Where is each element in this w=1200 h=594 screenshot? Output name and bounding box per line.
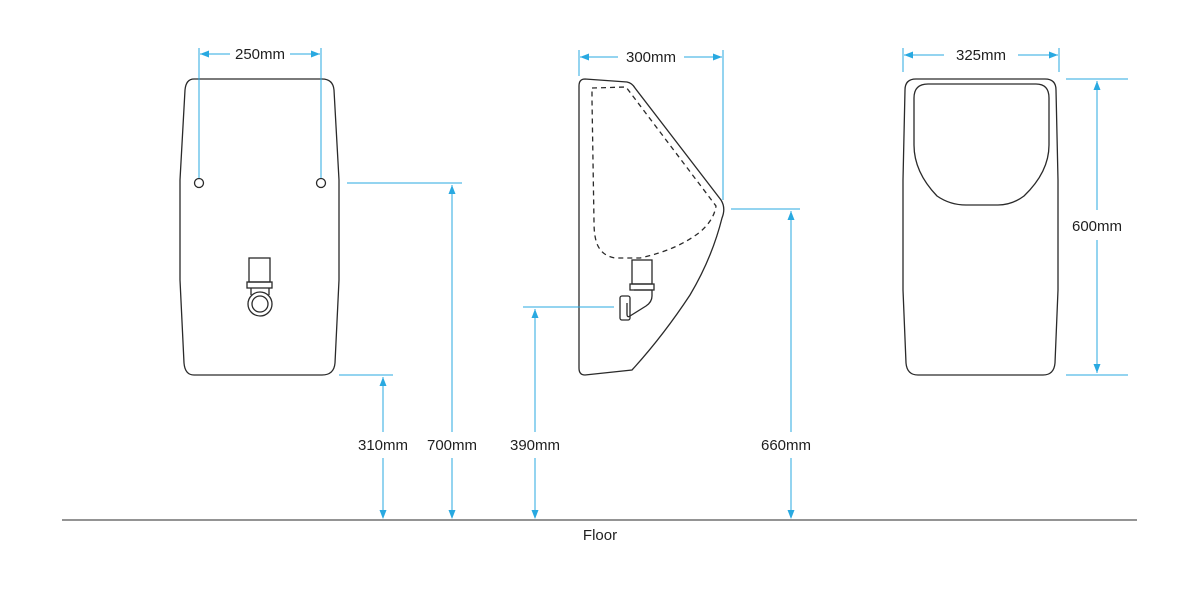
label-rear-height: 600mm: [1072, 218, 1122, 235]
label-rim-height: 660mm: [761, 437, 811, 454]
dimension-side-depth: 300mm: [578, 49, 724, 200]
waste-pipe: [248, 257, 271, 283]
face-view-outline: [902, 78, 1059, 376]
fixing-hole-left: [193, 177, 205, 189]
label-waste-outlet-height: 310mm: [358, 437, 408, 454]
side-view: [578, 78, 725, 376]
dimension-rim-height: 660mm: [731, 208, 811, 519]
label-front-fixing-width: 250mm: [235, 46, 285, 63]
label-side-outlet-height: 390mm: [510, 437, 560, 454]
waste-outlet-inner: [251, 295, 269, 313]
dimension-waste-outlet-height: 310mm: [339, 374, 408, 519]
bowl-inner-contour: [591, 86, 717, 259]
front-view: [179, 78, 340, 376]
waste-pipe-collar: [246, 281, 273, 289]
dimension-rear-width: 325mm: [902, 47, 1060, 72]
side-outlet-spigot: [619, 295, 631, 321]
dimension-rear-height: 600mm: [1066, 78, 1128, 376]
label-fixing-point-height: 700mm: [427, 437, 477, 454]
label-side-depth: 300mm: [626, 49, 676, 66]
waste-outlet-outer: [247, 291, 273, 317]
bowl-opening: [913, 83, 1050, 206]
dimension-side-outlet-height: 390mm: [510, 306, 614, 519]
dimension-front-fixing-width: 250mm: [198, 46, 322, 178]
label-floor: Floor: [583, 527, 617, 544]
side-view-outline: [578, 78, 725, 376]
dimension-fixing-point-height: 700mm: [347, 182, 477, 519]
face-view: [902, 78, 1059, 376]
fixing-hole-right: [315, 177, 327, 189]
front-view-outline: [179, 78, 340, 376]
side-outlet-pipe: [631, 259, 653, 285]
side-outlet-collar: [629, 283, 655, 291]
side-outlet-elbow: [626, 289, 653, 318]
label-rear-width: 325mm: [956, 47, 1006, 64]
